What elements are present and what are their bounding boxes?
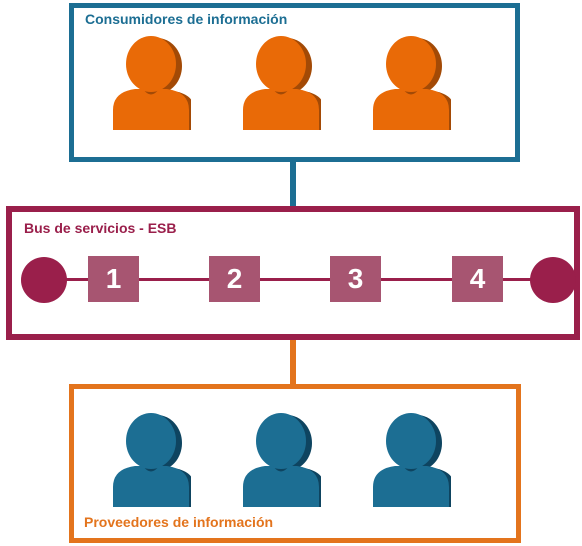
- consumer-person-icon: [371, 36, 451, 130]
- connector-bottom: [290, 340, 296, 384]
- bus-line: [45, 278, 535, 281]
- bus-step-4: 4: [452, 256, 503, 302]
- connector-top: [290, 162, 296, 206]
- bus-step-3: 3: [330, 256, 381, 302]
- consumer-person-icon: [111, 36, 191, 130]
- esb-label: Bus de servicios - ESB: [24, 220, 177, 236]
- providers-label: Proveedores de información: [84, 514, 274, 530]
- bus-step-1: 1: [88, 256, 139, 302]
- consumers-box: [69, 3, 520, 162]
- provider-person-icon: [241, 413, 321, 507]
- bus-step-2: 2: [209, 256, 260, 302]
- consumers-label: Consumidores de información: [85, 11, 288, 27]
- esb-box: [6, 206, 580, 340]
- bus-endpoint-left: [21, 257, 67, 303]
- consumer-person-icon: [241, 36, 321, 130]
- providers-box: [69, 384, 521, 543]
- provider-person-icon: [371, 413, 451, 507]
- provider-person-icon: [111, 413, 191, 507]
- bus-endpoint-right: [530, 257, 576, 303]
